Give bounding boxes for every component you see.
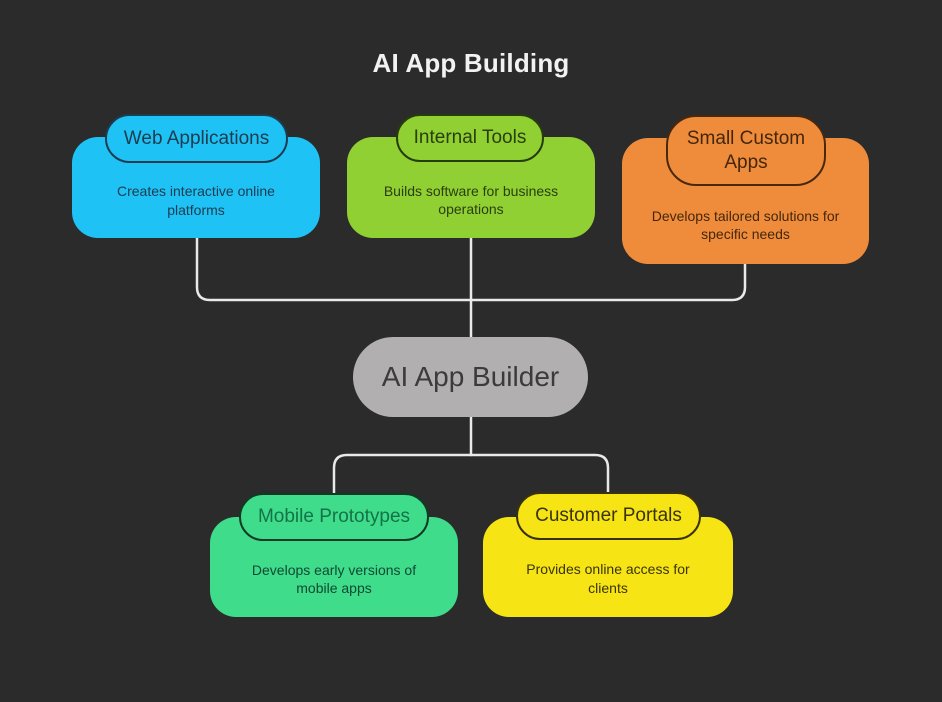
node-label-text: Customer Portals	[535, 505, 682, 527]
connector-bottom-bus	[332, 453, 610, 495]
node-small-custom-apps-description: Develops tailored solutions for specific…	[651, 207, 840, 242]
node-ai-app-builder: AI App Builder	[353, 337, 588, 417]
node-label-text: Small Custom Apps	[686, 128, 806, 173]
node-customer-portals-label: Customer Portals	[516, 492, 701, 540]
node-mobile-prototypes-label: Mobile Prototypes	[239, 493, 429, 541]
node-internal-tools-description: Builds software for business operations	[383, 182, 559, 217]
node-label-text: Web Applications	[123, 127, 270, 149]
node-web-applications-description: Creates interactive online platforms	[117, 183, 275, 218]
node-web-applications-label: Web Applications	[105, 114, 288, 163]
node-small-custom-apps-label: Small Custom Apps	[666, 115, 826, 186]
diagram-title: AI App Building	[372, 48, 570, 78]
node-internal-tools-label: Internal Tools	[396, 114, 544, 162]
node-label-text: Mobile Prototypes	[257, 506, 411, 528]
root-label-text: AI App Builder	[381, 361, 560, 392]
node-label-text: Internal Tools	[413, 127, 527, 149]
node-mobile-prototypes-description: Develops early versions of mobile apps	[251, 561, 417, 596]
node-customer-portals-description: Provides online access for clients	[526, 561, 690, 596]
